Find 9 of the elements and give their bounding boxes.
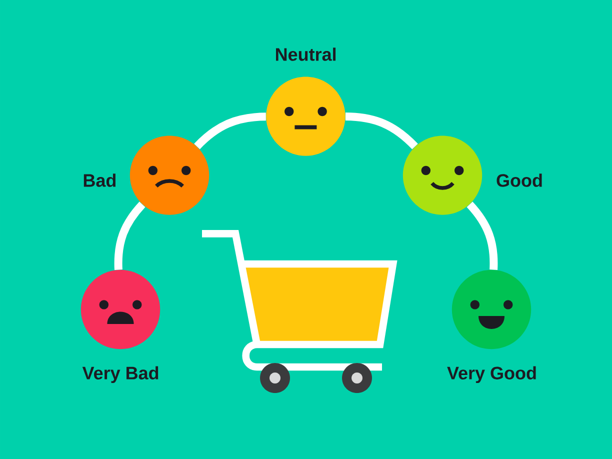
rating-label: Very Good — [447, 366, 536, 384]
rating-label: Neutral — [276, 48, 336, 61]
arc-line — [345, 112, 418, 150]
rating-label: Very Bad — [82, 366, 158, 384]
arc-line — [114, 202, 146, 270]
rating-label: Good — [496, 174, 542, 187]
rating-label: Bad — [84, 174, 116, 187]
arc-line — [466, 202, 498, 270]
arc-line — [194, 112, 266, 150]
